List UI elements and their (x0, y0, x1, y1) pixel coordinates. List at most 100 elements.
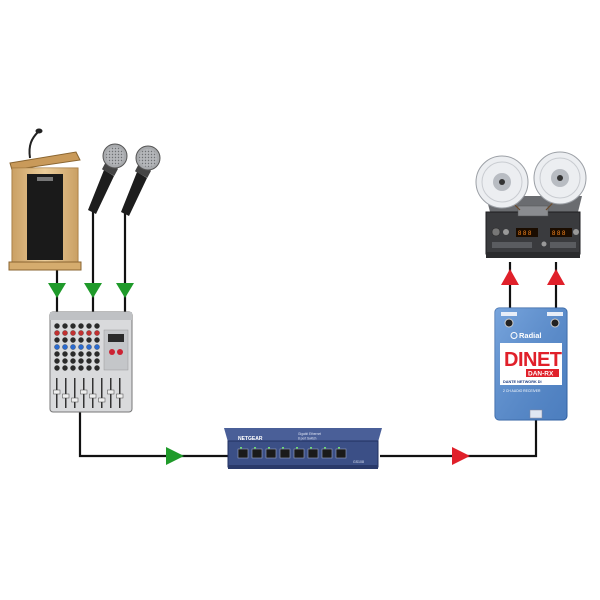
switch-ports (237, 447, 347, 459)
mixer-knob (54, 337, 60, 343)
mixer-knob (94, 337, 100, 343)
tape-display-right-text: 8 8 8 (552, 231, 566, 237)
mixer-knob (78, 344, 84, 350)
switch-label-line2: 8 port Switch (298, 437, 317, 441)
mixer-knob (94, 351, 100, 357)
mixer-fader-cap (53, 389, 61, 395)
mixer-fader-cap (89, 393, 97, 399)
mic-2-handle (121, 172, 147, 216)
mixer-knob (54, 351, 60, 357)
mixer-knob (70, 323, 76, 329)
tape-head-block (517, 205, 549, 217)
arrow-green-lectern (48, 283, 66, 298)
ethernet-port (251, 448, 263, 459)
reel-to-reel-recorder: 8 8 8 8 8 8 (475, 151, 587, 258)
arrow-green-mic2 (116, 283, 134, 298)
mixer-knob (94, 358, 100, 364)
mixer-knob (78, 330, 84, 336)
lectern-top (9, 151, 81, 171)
port-led (338, 447, 340, 449)
dinet-output-jack-right (550, 318, 560, 328)
dinet-output-jack-left (504, 318, 514, 328)
ethernet-port (307, 448, 319, 459)
gooseneck-mic (28, 131, 39, 159)
mixer-knob (78, 365, 84, 371)
tape-reel-right (533, 151, 587, 205)
arrows (48, 269, 565, 465)
dinet-label-panel (500, 343, 562, 385)
lectern (8, 128, 82, 271)
mixer-knob (86, 358, 92, 364)
mixer-knob (62, 344, 68, 350)
mixer-knob (62, 351, 68, 357)
port-led (324, 447, 326, 449)
mixer-fader-track (101, 378, 103, 408)
port-led (282, 447, 284, 449)
mixer-knob (54, 323, 60, 329)
mixer-faders (53, 378, 124, 408)
mixer-knob (86, 344, 92, 350)
ethernet-port (279, 448, 291, 459)
microphone-1 (88, 143, 128, 214)
mixer-knob (78, 337, 84, 343)
mixer-knob (54, 365, 60, 371)
mixer-fader-cap (116, 393, 124, 399)
switch-brand: NETGEAR (238, 436, 263, 442)
mixer-fader-cap (62, 393, 70, 399)
mixer-knob (86, 337, 92, 343)
dinet-title: DINET (504, 349, 562, 371)
mixer-knob (62, 323, 68, 329)
mixer-knob (54, 344, 60, 350)
mixing-console (49, 311, 133, 413)
microphone-2 (121, 145, 161, 216)
lectern-plate (37, 177, 53, 181)
dinet-subtitle: DAN-RX (528, 371, 554, 378)
mixer-knob (62, 365, 68, 371)
switch-top (224, 428, 382, 442)
mixer-fader-track (119, 378, 121, 408)
lectern-speaker-panel (27, 174, 63, 260)
mixer-knob (70, 344, 76, 350)
mixer-fader-track (92, 378, 94, 408)
wire-switch-to-dinet (380, 420, 538, 458)
arrow-red-tape-left (501, 269, 519, 285)
mixer-knob (54, 358, 60, 364)
port-led (296, 447, 298, 449)
ethernet-port (321, 448, 333, 459)
dinet-line2: 2 CH AUDIO RECEIVER (503, 389, 541, 393)
arrow-green-mic1 (84, 283, 102, 298)
switch-label-line1: Gigabit Ethernet (298, 432, 321, 436)
port-led (268, 447, 270, 449)
mixer-knob (78, 358, 84, 364)
mixer-knob (78, 323, 84, 329)
tape-display-right (550, 228, 572, 237)
dinet-brand: Radial (519, 331, 542, 340)
ethernet-port (237, 448, 249, 459)
mixer-knob (70, 330, 76, 336)
port-led (310, 447, 312, 449)
mixer-knob (70, 358, 76, 364)
switch-model: GS108 (353, 460, 364, 464)
mixer-knob (86, 330, 92, 336)
arrow-red-to-dinet (452, 447, 470, 465)
mixer-fader-track (65, 378, 67, 408)
mixer-fader-cap (80, 389, 88, 395)
wire-mixer-to-switch (78, 412, 232, 458)
network-switch: NETGEAR Gigabit Ethernet 8 port Switch G… (224, 428, 382, 469)
mixer-knob (86, 351, 92, 357)
tape-display-left (516, 228, 538, 237)
mixer-knob (86, 365, 92, 371)
mixer-knob (94, 344, 100, 350)
mixer-knob (70, 337, 76, 343)
mixer-knob (62, 330, 68, 336)
ethernet-port (293, 448, 305, 459)
port-led (240, 447, 242, 449)
mixer-knob (70, 365, 76, 371)
mixer-knob (62, 337, 68, 343)
radial-logo-icon (510, 332, 518, 339)
ethernet-port (265, 448, 277, 459)
mixer-knob (54, 330, 60, 336)
mixer-knob (94, 330, 100, 336)
mixer-knob (94, 323, 100, 329)
